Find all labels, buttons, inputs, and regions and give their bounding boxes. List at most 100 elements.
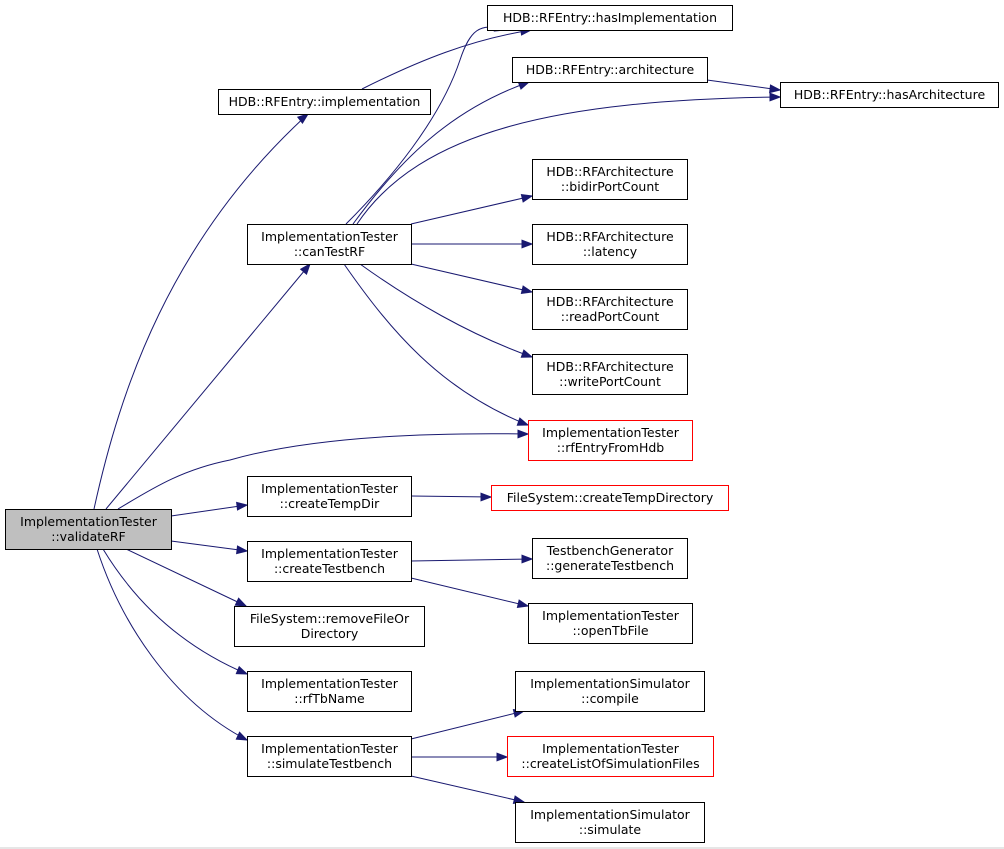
edge-line [410, 577, 529, 607]
node-label: ::writePortCount [559, 374, 661, 389]
edge-line [102, 548, 248, 675]
node-label: HDB::RFArchitecture [546, 294, 674, 309]
edge-line [410, 775, 525, 803]
edge-line [96, 548, 248, 741]
edge-line [410, 558, 533, 562]
edge-arrowhead [517, 429, 530, 439]
node-label: ::latency [583, 244, 638, 259]
node-label: ImplementationTester [20, 514, 158, 529]
node-label: ImplementationTester [261, 481, 399, 496]
edge-validateRF-to-canTestRF [105, 262, 311, 510]
edge-line [125, 548, 247, 607]
node-canTestRF[interactable]: ImplementationTester::canTestRF [247, 224, 412, 265]
edge-arrowhead [496, 752, 509, 762]
node-box [532, 538, 688, 579]
node-box [780, 82, 999, 108]
node-label: TestbenchGenerator [546, 543, 674, 558]
edge-arrowhead [236, 501, 249, 511]
node-implementation[interactable]: HDB::RFEntry::implementation [218, 89, 431, 115]
edge-arrowhead [520, 194, 534, 203]
node-label: FileSystem::createTempDirectory [507, 490, 714, 505]
edge-line [117, 433, 529, 510]
node-createListOfSimulationFiles[interactable]: ImplementationTester::createListOfSimula… [507, 736, 714, 777]
node-label: ::validateRF [51, 529, 126, 544]
node-label: ImplementationTester [542, 741, 680, 756]
edge-canTestRF-to-latency [411, 239, 534, 249]
node-label: HDB::RFEntry::implementation [229, 94, 421, 109]
edge-createTempDir-to-createTempDirectory [410, 492, 493, 502]
edge-line [410, 263, 533, 293]
node-label: HDB::RFEntry::architecture [526, 62, 695, 77]
edge-canTestRF-to-readPortCount [410, 263, 534, 294]
node-label: ::canTestRF [294, 244, 365, 259]
edges-layer [93, 22, 782, 804]
node-label: ImplementationTester [542, 608, 680, 623]
node-openTbFile[interactable]: ImplementationTester::openTbFile [528, 603, 693, 644]
edge-arrowhead [517, 81, 531, 90]
edge-line [356, 96, 781, 225]
node-box [247, 671, 412, 712]
node-generateTestbench[interactable]: TestbenchGenerator::generateTestbench [532, 538, 688, 579]
edge-line [706, 79, 781, 91]
edge-simulateTestbench-to-simulate [410, 775, 526, 804]
node-bidirPortCount[interactable]: HDB::RFArchitecture::bidirPortCount [532, 159, 688, 200]
node-box [512, 57, 708, 83]
node-architecture[interactable]: HDB::RFEntry::architecture [512, 57, 708, 83]
edge-line [93, 113, 309, 510]
edge-createTestbench-to-generateTestbench [410, 554, 534, 564]
node-label: HDB::RFEntry::hasArchitecture [794, 87, 986, 102]
node-label: ImplementationTester [261, 229, 399, 244]
node-label: ImplementationTester [261, 741, 399, 756]
node-label: ImplementationSimulator [530, 676, 690, 691]
node-createTestbench[interactable]: ImplementationTester::createTestbench [247, 541, 412, 582]
node-latency[interactable]: HDB::RFArchitecture::latency [532, 224, 688, 265]
node-validateRF: ImplementationTester::validateRF [5, 509, 172, 550]
edge-arrowhead [235, 665, 249, 675]
edge-line [361, 29, 532, 90]
edge-canTestRF-to-rfEntryFromHdb [343, 263, 530, 426]
node-rfEntryFromHdb[interactable]: ImplementationTester::rfEntryFromHdb [528, 420, 693, 461]
node-createTempDirectory[interactable]: FileSystem::createTempDirectory [491, 485, 729, 511]
edge-validateRF-to-createTestbench [170, 540, 249, 555]
node-createTempDir[interactable]: ImplementationTester::createTempDir [247, 476, 412, 517]
node-hasArchitecture[interactable]: HDB::RFEntry::hasArchitecture [780, 82, 999, 108]
node-simulate[interactable]: ImplementationSimulator::simulate [515, 802, 705, 843]
node-label: ::rfTbName [294, 691, 365, 706]
node-rfTbName[interactable]: ImplementationTester::rfTbName [247, 671, 412, 712]
edge-line [105, 263, 311, 510]
node-box [218, 89, 431, 115]
edge-arrowhead [234, 597, 248, 607]
edge-line [343, 263, 529, 426]
edge-line [345, 26, 506, 225]
node-readPortCount[interactable]: HDB::RFArchitecture::readPortCount [532, 289, 688, 330]
node-label: FileSystem::removeFileOr [250, 611, 410, 626]
node-label: ImplementationTester [261, 676, 399, 691]
edge-arrowhead [520, 285, 534, 294]
node-box [491, 485, 729, 511]
node-hasImplementation[interactable]: HDB::RFEntry::hasImplementation [487, 5, 733, 31]
bottom-rule [0, 847, 1004, 849]
edge-line [170, 540, 248, 552]
node-box [507, 736, 714, 777]
edge-validateRF-to-rfEntryFromHdb [117, 429, 530, 510]
edge-arrowhead [235, 731, 249, 741]
node-label: ImplementationTester [542, 425, 680, 440]
node-label: Directory [301, 626, 359, 641]
edge-arrowhead [769, 84, 782, 94]
node-label: ImplementationTester [261, 546, 399, 561]
node-box [532, 354, 688, 395]
node-compile[interactable]: ImplementationSimulator::compile [515, 671, 705, 712]
node-box [515, 671, 705, 712]
edge-arrowhead [296, 113, 310, 125]
edge-architecture-to-hasArchitecture [706, 79, 782, 94]
node-simulateTestbench[interactable]: ImplementationTester::simulateTestbench [247, 736, 412, 777]
node-box [487, 5, 733, 31]
node-box [532, 159, 688, 200]
edge-arrowhead [480, 492, 493, 502]
node-box [528, 603, 693, 644]
edge-arrowhead [521, 554, 534, 564]
edge-canTestRF-to-hasArchitecture [356, 92, 782, 225]
node-writePortCount[interactable]: HDB::RFArchitecture::writePortCount [532, 354, 688, 395]
